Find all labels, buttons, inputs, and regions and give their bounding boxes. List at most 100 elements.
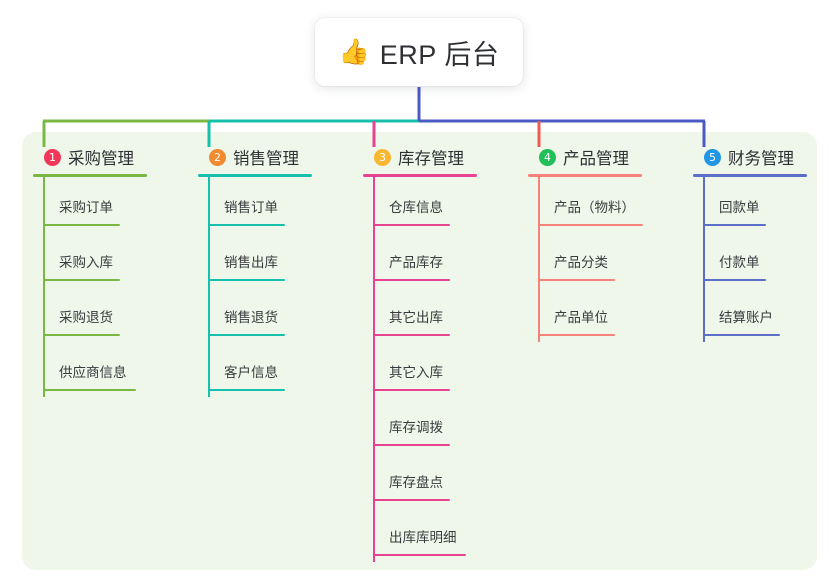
leaf-underline	[374, 554, 466, 556]
leaf-label: 供应商信息	[59, 365, 127, 380]
leaf-label: 产品单位	[554, 310, 608, 325]
leaf-label: 采购入库	[59, 255, 113, 270]
leaf-node[interactable]: 销售出库	[198, 232, 299, 287]
leaf-node[interactable]: 销售订单	[198, 177, 299, 232]
leaf-underline	[374, 334, 450, 336]
leaf-node[interactable]: 结算账户	[693, 287, 794, 342]
branch-children-list: 仓库信息产品库存其它出库其它入库库存调拨库存盘点出库库明细	[363, 177, 466, 562]
leaf-node[interactable]: 采购入库	[33, 232, 134, 287]
leaf-node[interactable]: 采购订单	[33, 177, 134, 232]
branch-title: 财务管理	[728, 150, 794, 168]
branch-number-badge: 5	[704, 148, 721, 166]
leaf-underline	[704, 279, 766, 281]
leaf-underline	[44, 279, 120, 281]
leaf-node[interactable]: 采购退货	[33, 287, 134, 342]
leaf-label: 客户信息	[224, 365, 278, 380]
branch-children-list: 回款单付款单结算账户	[693, 177, 794, 342]
leaf-node[interactable]: 销售退货	[198, 287, 299, 342]
branch-underline	[528, 174, 642, 177]
leaf-label: 采购订单	[59, 200, 113, 215]
branch-number-badge: 1	[44, 148, 61, 166]
diagram-background-panel	[22, 132, 817, 570]
leaf-label: 销售订单	[224, 200, 278, 215]
leaf-underline	[209, 334, 285, 336]
leaf-label: 库存调拨	[389, 420, 443, 435]
leaf-node[interactable]: 其它入库	[363, 342, 464, 397]
leaf-underline	[539, 334, 615, 336]
leaf-label: 结算账户	[719, 310, 773, 325]
branch-underline	[198, 174, 312, 177]
branch-spine	[373, 177, 375, 562]
branch-header-3[interactable]: 3 库存管理	[363, 140, 464, 174]
leaf-node[interactable]: 供应商信息	[33, 342, 136, 397]
branch-underline	[363, 174, 477, 177]
branch-header-2[interactable]: 2 销售管理	[198, 140, 299, 174]
branch-children-list: 采购订单采购入库采购退货供应商信息	[33, 177, 136, 397]
leaf-node[interactable]: 其它出库	[363, 287, 464, 342]
leaf-node[interactable]: 回款单	[693, 177, 794, 232]
leaf-node[interactable]: 产品分类	[528, 232, 629, 287]
leaf-node[interactable]: 产品库存	[363, 232, 464, 287]
branch-spine	[703, 177, 705, 342]
leaf-node[interactable]: 客户信息	[198, 342, 299, 397]
leaf-underline	[704, 334, 780, 336]
leaf-underline	[374, 224, 450, 226]
thumbs-up-icon: 👍	[338, 37, 370, 66]
leaf-underline	[374, 499, 450, 501]
leaf-underline	[209, 224, 285, 226]
leaf-label: 产品（物料）	[554, 200, 635, 215]
leaf-label: 销售退货	[224, 310, 278, 325]
leaf-node[interactable]: 库存盘点	[363, 452, 464, 507]
leaf-label: 销售出库	[224, 255, 278, 270]
branch-1[interactable]: 1 采购管理采购订单采购入库采购退货供应商信息	[33, 140, 147, 397]
branch-2[interactable]: 2 销售管理销售订单销售出库销售退货客户信息	[198, 140, 312, 397]
leaf-underline	[704, 224, 766, 226]
branch-5[interactable]: 5 财务管理回款单付款单结算账户	[693, 140, 807, 342]
leaf-label: 出库库明细	[389, 530, 457, 545]
leaf-label: 产品分类	[554, 255, 608, 270]
branch-spine	[43, 177, 45, 397]
leaf-underline	[44, 334, 120, 336]
branch-number-badge: 4	[539, 148, 556, 166]
leaf-label: 其它出库	[389, 310, 443, 325]
branch-number-badge: 2	[209, 148, 226, 166]
branch-underline	[33, 174, 147, 177]
leaf-label: 付款单	[719, 255, 760, 270]
branch-underline	[693, 174, 807, 177]
branch-children-list: 销售订单销售出库销售退货客户信息	[198, 177, 299, 397]
leaf-node[interactable]: 库存调拨	[363, 397, 464, 452]
branch-title: 销售管理	[233, 150, 299, 168]
branch-header-4[interactable]: 4 产品管理	[528, 140, 629, 174]
root-node-erp-backend[interactable]: 👍 ERP 后台	[315, 18, 523, 86]
branch-3[interactable]: 3 库存管理仓库信息产品库存其它出库其它入库库存调拨库存盘点出库库明细	[363, 140, 477, 562]
branch-number-badge: 3	[374, 148, 391, 166]
leaf-underline	[209, 389, 285, 391]
branch-children-list: 产品（物料） 产品分类产品单位	[528, 177, 643, 342]
leaf-node[interactable]: 仓库信息	[363, 177, 464, 232]
leaf-label: 产品库存	[389, 255, 443, 270]
leaf-underline	[44, 224, 120, 226]
branch-header-1[interactable]: 1 采购管理	[33, 140, 134, 174]
leaf-underline	[539, 224, 643, 226]
branch-spine	[208, 177, 210, 397]
leaf-label: 采购退货	[59, 310, 113, 325]
leaf-label: 其它入库	[389, 365, 443, 380]
leaf-underline	[374, 279, 450, 281]
branch-title: 库存管理	[398, 150, 464, 168]
branch-4[interactable]: 4 产品管理产品（物料） 产品分类产品单位	[528, 140, 643, 342]
root-node-title: ERP 后台	[379, 39, 500, 70]
leaf-label: 库存盘点	[389, 475, 443, 490]
leaf-label: 仓库信息	[389, 200, 443, 215]
leaf-node[interactable]: 产品单位	[528, 287, 629, 342]
leaf-underline	[374, 389, 450, 391]
leaf-node[interactable]: 出库库明细	[363, 507, 466, 562]
leaf-node[interactable]: 付款单	[693, 232, 794, 287]
leaf-label: 回款单	[719, 200, 760, 215]
branch-title: 产品管理	[563, 150, 629, 168]
leaf-underline	[539, 279, 615, 281]
branch-header-5[interactable]: 5 财务管理	[693, 140, 794, 174]
branch-spine	[538, 177, 540, 342]
branch-title: 采购管理	[68, 150, 134, 168]
leaf-underline	[44, 389, 136, 391]
leaf-node[interactable]: 产品（物料）	[528, 177, 643, 232]
